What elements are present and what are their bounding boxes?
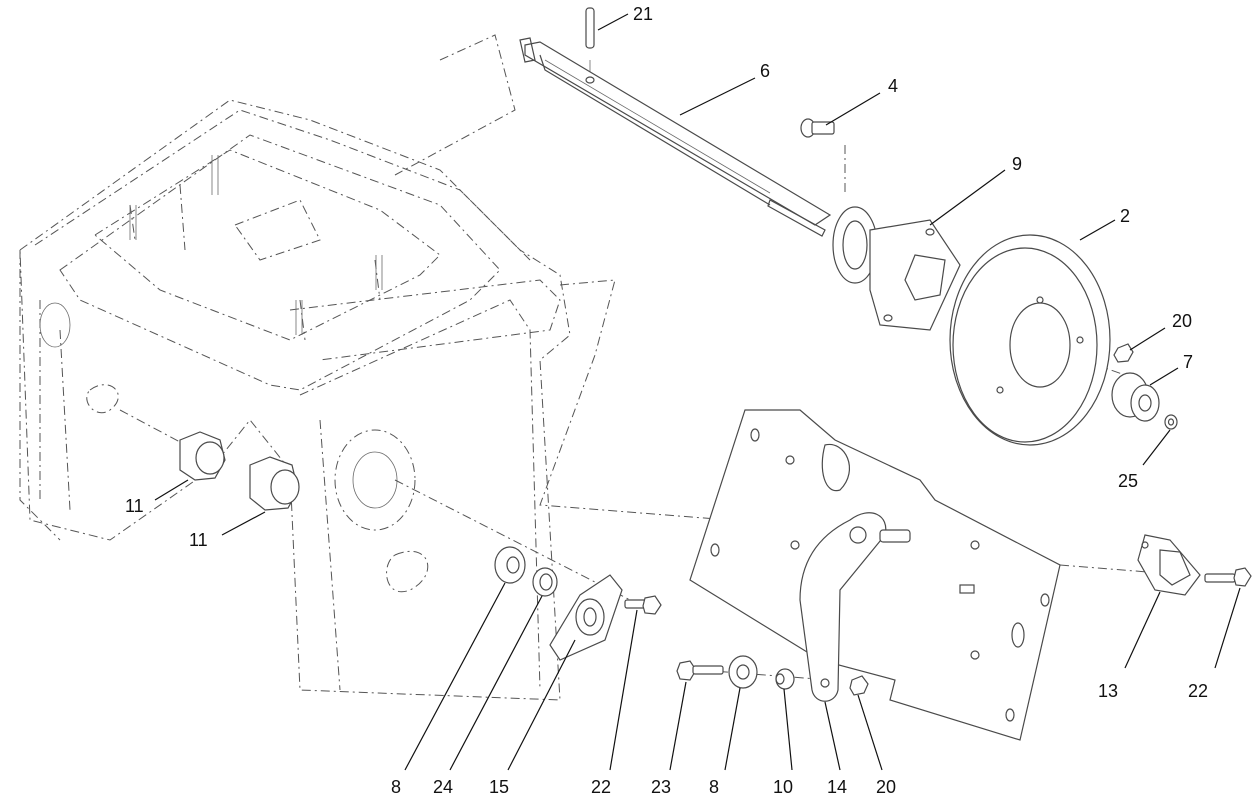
part-11-bushing-left — [179, 431, 226, 481]
callout-22-left: 22 — [591, 777, 611, 797]
part-8-bearing-left — [494, 546, 526, 584]
callout-2: 2 — [1120, 206, 1130, 226]
callout-15: 15 — [489, 777, 509, 797]
callout-20-upper: 20 — [1172, 311, 1192, 331]
part-13-flange-bearing — [1137, 534, 1201, 596]
callout-8-left: 8 — [391, 777, 401, 797]
leader-lines — [154, 13, 1241, 771]
part-20-nut-lower — [849, 675, 869, 696]
part-9-bearing-flange — [832, 206, 961, 331]
callout-11-left: 11 — [125, 496, 144, 516]
callout-7: 7 — [1183, 352, 1193, 372]
callout-25: 25 — [1118, 471, 1138, 491]
part-8-bearing-lower — [728, 655, 758, 689]
part-6-shaft — [519, 37, 832, 237]
part-10-spacer — [775, 668, 795, 690]
callout-4: 4 — [888, 76, 898, 96]
part-2-pulley — [949, 234, 1111, 446]
part-7-hub — [1111, 372, 1160, 422]
callout-11-right: 11 — [189, 530, 208, 550]
mounting-plate — [689, 409, 1061, 741]
callout-20-lower: 20 — [876, 777, 896, 797]
part-25-washer — [1164, 414, 1178, 430]
part-23-bolt — [676, 660, 724, 681]
part-20-nut-upper — [1113, 343, 1134, 363]
callout-8-lower: 8 — [709, 777, 719, 797]
part-14-lever-arm — [799, 512, 911, 702]
callout-24: 24 — [433, 777, 453, 797]
part-11-bushing-right — [249, 456, 300, 511]
part-22-bolt-left — [624, 595, 662, 615]
callout-14: 14 — [827, 777, 847, 797]
callout-6: 6 — [760, 61, 770, 81]
part-22-bolt-right — [1204, 567, 1252, 587]
callout-10: 10 — [773, 777, 793, 797]
callout-22-right: 22 — [1188, 681, 1208, 701]
callout-23: 23 — [651, 777, 671, 797]
part-15-bearing-flange — [549, 574, 623, 661]
part-21-roll-pin — [585, 7, 595, 49]
frame-housing — [19, 99, 571, 701]
part-4-bolt — [800, 118, 835, 138]
callout-labels: 21 6 4 9 2 20 7 25 11 11 8 24 15 22 23 8… — [125, 4, 1208, 797]
callout-13: 13 — [1098, 681, 1118, 701]
callout-21: 21 — [633, 4, 653, 24]
part-24-washer — [532, 567, 558, 597]
callout-9: 9 — [1012, 154, 1022, 174]
